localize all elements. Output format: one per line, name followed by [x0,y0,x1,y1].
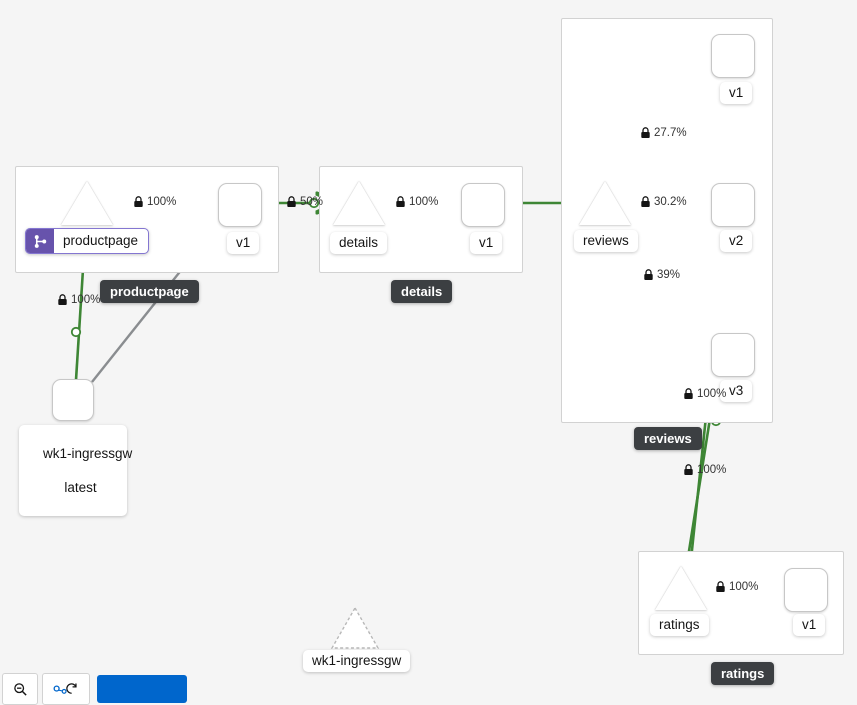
graph-toolbar[interactable] [0,673,210,705]
fit-to-screen-icon [53,682,77,694]
node-workload-reviews-v3[interactable] [711,333,755,377]
node-workload-ingressgw[interactable] [52,379,94,421]
edge-rate-text: 100% [409,196,439,208]
node-label-ratings: ratings [650,614,709,636]
node-workload-productpage-v1[interactable] [218,183,262,227]
edge-label-reviews-v3-to-ratings: 100% [683,388,726,400]
edge-rate-text: 50% [300,196,324,208]
group-pill-productpage[interactable]: productpage [100,280,199,303]
edge-label-productpage-v1-to-details: 50% [286,196,323,208]
zoom-out-icon [13,682,27,696]
edge-rate-text: 100% [697,388,727,400]
mtls-lock-icon [684,464,693,475]
mtls-lock-icon [396,196,405,207]
edge-label-reviews-v2-to-ratings: 100% [683,464,726,476]
node-label-line1: wk1-ingressgw [43,446,133,461]
node-label-productpage-v1: v1 [227,232,260,254]
mtls-lock-icon [641,196,650,207]
node-label-reviews-v3: v3 [720,380,753,402]
node-workload-details-v1[interactable] [461,183,505,227]
edge-rate-text: 100% [147,196,177,208]
edge-label-productpage-to-v1: 100% [133,196,176,208]
node-label-ingressgw-ghost: wk1-ingressgw [303,650,411,672]
mtls-lock-icon [684,388,693,399]
node-label-reviews: reviews [574,230,638,252]
mtls-lock-icon [716,581,725,592]
mtls-lock-icon [641,127,650,138]
edge-label-reviews-to-v1: 27.7% [640,127,687,139]
node-workload-reviews-v2[interactable] [711,183,755,227]
virtual-service-icon [26,229,54,253]
group-pill-details[interactable]: details [391,280,453,303]
edge-label-ratings-to-v1: 100% [715,581,758,593]
edge-rate-text: 30.2% [654,196,687,208]
edge-rate-text: 100% [729,581,759,593]
node-workload-ratings-v1[interactable] [784,568,828,612]
triangle-shape [61,181,113,225]
node-label-ingressgw: wk1-ingressgw latest [19,425,132,516]
triangle-dashed-shape [330,606,380,649]
zoom-out-button[interactable] [2,673,38,705]
edge-label-reviews-to-v3: 39% [643,269,680,281]
edge-rate-text: 39% [657,269,681,281]
node-label-productpage-with-virtualservice[interactable]: productpage [25,228,150,254]
edge-label-details-to-v1: 100% [395,196,438,208]
fit-to-screen-button[interactable] [42,673,90,705]
node-workload-reviews-v1[interactable] [711,34,755,78]
group-pill-ratings[interactable]: ratings [711,662,775,685]
mtls-lock-icon [644,269,653,280]
triangle-shape [655,566,707,610]
triangle-shape [579,181,631,225]
edge-rate-text: 100% [71,294,101,306]
edge-rate-text: 27.7% [654,127,687,139]
mtls-lock-icon [134,196,143,207]
node-label-reviews-v2: v2 [720,230,753,252]
node-label-reviews-v1: v1 [720,82,753,104]
edge-label-ingressgw-to-productpage: 100% [57,294,100,306]
edge-rate-text: 100% [697,464,727,476]
edge-label-reviews-to-v2: 30.2% [640,196,687,208]
primary-action-button[interactable] [97,675,187,703]
mtls-lock-icon [58,294,67,305]
node-label-text: productpage [63,233,139,248]
mtls-lock-icon [287,196,296,207]
node-label-line2: latest [64,480,97,495]
node-label-ratings-v1: v1 [793,614,826,636]
triangle-shape [333,181,385,225]
node-label-details-v1: v1 [470,232,503,254]
node-label-details: details [330,232,388,254]
group-pill-reviews[interactable]: reviews [634,427,702,450]
